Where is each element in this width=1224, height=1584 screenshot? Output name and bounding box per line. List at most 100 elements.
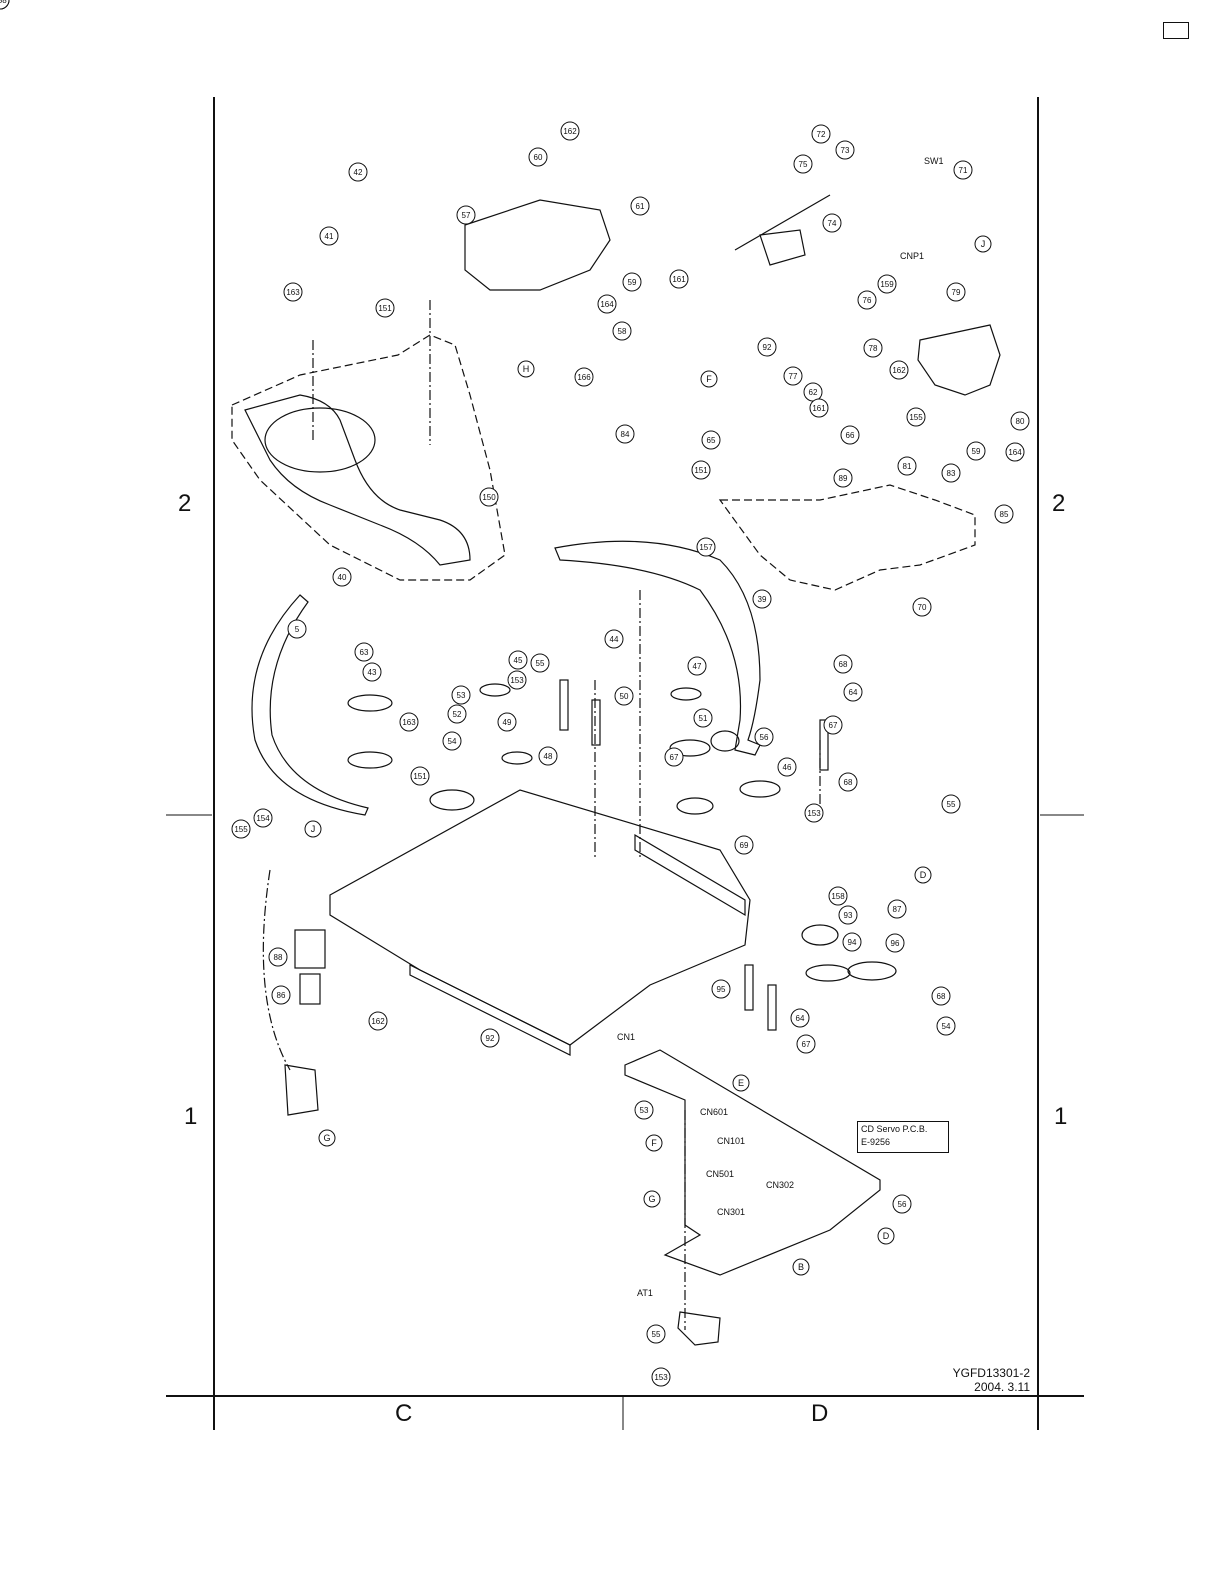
callout-circle [538,746,558,766]
callout-circle [560,121,580,141]
part-callout-164: 164 [597,294,617,314]
part-callout-158: 158 [0,0,10,10]
column-label-left: C [395,1400,413,1427]
callout-number: 153 [510,676,524,685]
part-callout-153: 153 [804,803,824,823]
letter-text: F [651,1138,657,1148]
part-callout-56: 56 [892,1194,912,1214]
callout-number: 153 [807,809,821,818]
part-callout-48: 48 [538,746,558,766]
callout-circle [368,1011,388,1031]
callout-circle [451,685,471,705]
callout-number: 53 [457,691,466,700]
callout-number: 154 [256,814,270,823]
arrow-letter-G: G [318,1129,336,1147]
bracket-91 [677,1311,721,1346]
connector-cn601: CN601 [700,1107,729,1117]
chassis-base [329,789,751,1046]
callout-number: 42 [354,168,363,177]
callout-circle [479,487,499,507]
callout-number: 41 [325,232,334,241]
part-callout-52: 52 [447,704,467,724]
part-callout-158: 158 [828,886,848,906]
callout-circle [271,985,291,1005]
callout-number: 95 [717,985,726,994]
corner-box [1163,22,1189,39]
part-callout-83: 83 [941,463,961,483]
part-callout-56: 56 [754,727,774,747]
callout-circle [612,321,632,341]
callout-circle [793,154,813,174]
callout-circle [597,294,617,314]
callout-circle [456,205,476,225]
callout-number: 158 [831,892,845,901]
callout-number: 59 [628,278,637,287]
callout-circle [375,298,395,318]
letter-text: B [798,1262,804,1272]
callout-number: 57 [462,211,471,220]
callout-circle [497,712,517,732]
callout-circle [809,398,829,418]
callout-number: 61 [636,202,645,211]
part-callout-67: 67 [664,747,684,767]
callout-circle [823,715,843,735]
callout-circle [838,772,858,792]
callout-circle [1010,411,1030,431]
callout-circle [835,140,855,160]
callout-number: 163 [402,718,416,727]
part-callout-67: 67 [823,715,843,735]
connector-cn301: CN301 [717,1207,746,1217]
part-callout-72: 72 [811,124,831,144]
callout-circle [622,272,642,292]
part-callout-154: 154 [253,808,273,828]
part-callout-58: 58 [612,321,632,341]
connector-at1: AT1 [637,1288,653,1298]
part-callout-150: 150 [479,487,499,507]
callout-number: 73 [841,146,850,155]
arrow-letter-J: J [304,820,322,838]
letter-circle [732,1074,750,1092]
part-callout-80: 80 [1010,411,1030,431]
callout-number: 166 [577,373,591,382]
callout-circle [332,567,352,587]
part-callout-157: 157 [696,537,716,557]
callout-circle [931,986,951,1006]
callout-circle [630,196,650,216]
callout-number: 96 [891,939,900,948]
callout-circle [399,712,419,732]
callout-number: 69 [740,841,749,850]
callout-number: 68 [844,778,853,787]
letter-circle [974,235,992,253]
letter-circle [645,1134,663,1152]
part-callout-64: 64 [843,682,863,702]
callout-circle [615,424,635,444]
chassis-rail-right [634,833,746,917]
callout-number: 93 [844,911,853,920]
callout-number: 54 [942,1022,951,1031]
callout-number: 164 [600,300,614,309]
letter-circle [517,360,535,378]
part-callout-46: 46 [777,757,797,777]
motor-71 [759,229,806,266]
letter-text: H [523,364,530,374]
callout-circle [757,337,777,357]
callout-number: 74 [828,219,837,228]
letter-text: E [738,1078,744,1088]
callout-number: 72 [817,130,826,139]
callout-circle [885,933,905,953]
callout-circle [994,504,1014,524]
arc-rail-43 [251,594,369,816]
part-callout-60: 60 [528,147,548,167]
callout-number: 155 [909,413,923,422]
callout-circle [857,290,877,310]
clamp-disc [264,407,376,473]
part-callout-54: 54 [442,731,462,751]
letter-circle [914,866,932,884]
servo-pcb [624,1049,881,1276]
callout-number: 153 [654,1373,668,1382]
callout-circle [691,460,711,480]
callout-circle [734,835,754,855]
part-callout-70: 70 [912,597,932,617]
callout-number: 55 [652,1330,661,1339]
callout-number: 53 [640,1106,649,1115]
